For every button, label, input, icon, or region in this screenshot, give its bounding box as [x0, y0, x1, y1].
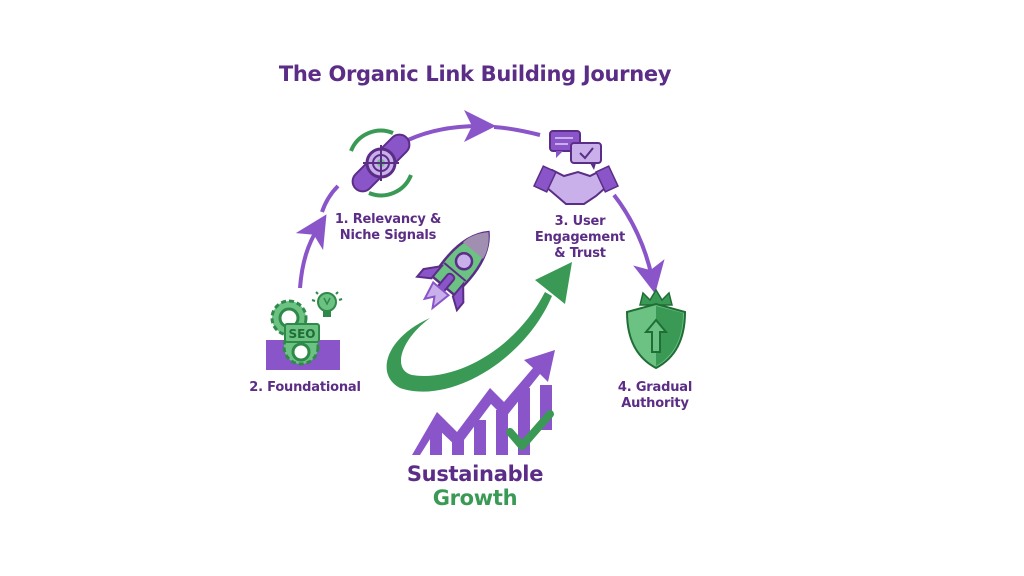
- growth-swoosh-arrow-icon: [386, 262, 572, 392]
- step-3-label-line2: Engagement: [534, 230, 626, 245]
- step-3-label-line1: 3. User: [554, 214, 606, 229]
- checkmark-icon: [506, 410, 554, 450]
- step-4-label: 4. Gradual Authority: [605, 380, 705, 412]
- step-3-label-line3: & Trust: [554, 246, 606, 261]
- step-1-label-line2: Niche Signals: [339, 228, 437, 243]
- chain-link-target-icon: [349, 128, 413, 198]
- center-label-growth: Growth: [432, 486, 518, 510]
- step-1-label-line1: 1. Relevancy &: [334, 212, 442, 227]
- rocket-icon: [415, 230, 490, 313]
- diagram-title: The Organic Link Building Journey: [278, 62, 672, 86]
- cycle-arrows: [295, 110, 665, 294]
- step-1-label: 1. Relevancy & Niche Signals: [328, 212, 448, 244]
- arrow-foundational-to-relevancy: [295, 214, 327, 289]
- seo-gears-lightbulb-icon: SEO: [266, 291, 343, 370]
- step-2-label-line1: 2. Foundational: [249, 380, 361, 395]
- arrow-top-dashed: [493, 125, 541, 137]
- crown-shield-arrow-icon: [625, 288, 687, 370]
- step-4-label-line1: 4. Gradual: [617, 380, 693, 395]
- seo-badge-text: SEO: [288, 327, 315, 341]
- step-4-label-line2: Authority: [621, 396, 689, 411]
- arrow-relevancy-dashed: [320, 184, 340, 213]
- handshake-chat-icon: [533, 130, 619, 205]
- arrow-relevancy-to-engagement: [407, 110, 496, 143]
- center-label-sustainable: Sustainable: [406, 462, 544, 486]
- step-2-label: 2. Foundational: [240, 380, 370, 396]
- arrow-engagement-to-authority: [612, 193, 665, 294]
- step-3-label: 3. User Engagement & Trust: [525, 214, 635, 262]
